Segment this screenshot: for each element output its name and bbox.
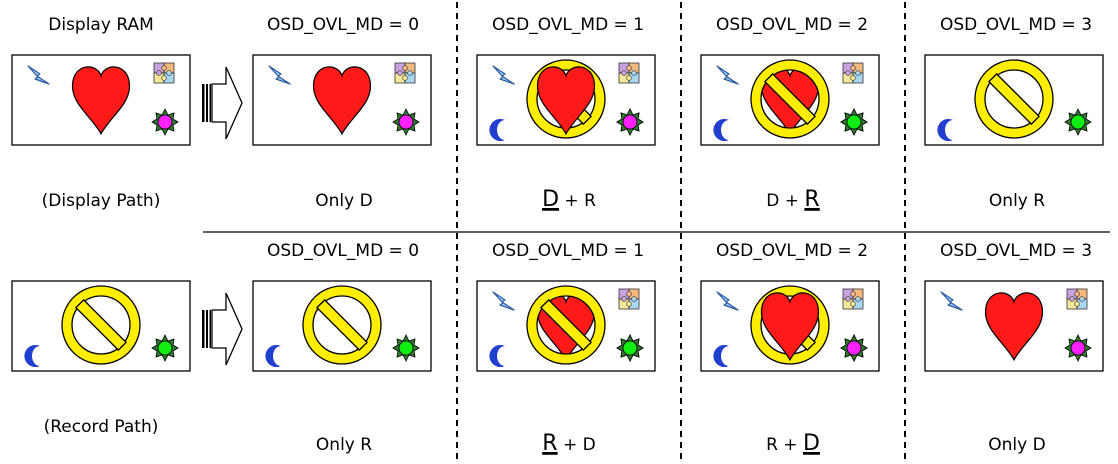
green-sun-icon [616, 334, 644, 362]
caption: Only R [989, 191, 1045, 211]
source-record-panel [11, 280, 191, 372]
green-sun-icon [1064, 108, 1092, 136]
mode-panel-record-0: OSD_OVL_MD = 0 Only R [252, 241, 432, 455]
green-sun-icon [840, 108, 868, 136]
puzzle-icon [618, 62, 640, 84]
caption-emphasis: D [542, 187, 559, 212]
caption-text: + R [559, 191, 596, 211]
puzzle-icon [842, 288, 864, 310]
mode-label: OSD_OVL_MD = 0 [267, 15, 419, 35]
magenta-sun-icon [840, 334, 868, 362]
caption-text: D + [766, 191, 804, 211]
caption: D + R [542, 187, 596, 212]
puzzle-icon [618, 288, 640, 310]
caption-emphasis: D [803, 431, 820, 456]
green-sun-icon [392, 334, 420, 362]
puzzle-icon [1066, 288, 1088, 310]
prohibition-sign-icon [302, 285, 382, 365]
source-display-panel [11, 54, 191, 146]
arrow-display-icon [201, 66, 243, 140]
mode-label: OSD_OVL_MD = 3 [940, 15, 1092, 35]
caption-text: Only R [989, 191, 1045, 211]
mode-panel-record-3: OSD_OVL_MD = 3 Only D [924, 241, 1104, 455]
caption: R + D [542, 431, 595, 456]
mode-label: OSD_OVL_MD = 3 [940, 241, 1092, 261]
mode-panel-record-2: OSD_OVL_MD = 2 R + D [700, 241, 880, 456]
mode-label: OSD_OVL_MD = 0 [267, 241, 419, 261]
mode-label: OSD_OVL_MD = 2 [716, 241, 868, 261]
caption-text: R + [766, 435, 803, 455]
magenta-sun-icon [392, 108, 420, 136]
mode-panel-display-0: OSD_OVL_MD = 0 Only D [252, 15, 432, 211]
arrow-record-icon [201, 292, 243, 366]
green-sun-icon [151, 334, 179, 362]
caption-text: Only R [316, 435, 372, 455]
display-ram-heading: Display RAM [48, 15, 154, 35]
mode-label: OSD_OVL_MD = 2 [716, 15, 868, 35]
mode-panel-record-1: OSD_OVL_MD = 1 R + D [476, 241, 656, 456]
magenta-sun-icon [1064, 334, 1092, 362]
caption: R + D [766, 431, 820, 456]
caption: Only D [315, 191, 372, 211]
puzzle-icon [842, 62, 864, 84]
magenta-sun-icon [151, 108, 179, 136]
caption: Only D [988, 435, 1045, 455]
puzzle-icon [153, 62, 175, 84]
caption-emphasis: R [542, 431, 557, 456]
mode-panel-display-3: OSD_OVL_MD = 3 Only R [924, 15, 1104, 211]
mode-label: OSD_OVL_MD = 1 [492, 15, 644, 35]
caption-text: + D [558, 435, 596, 455]
display-path-label: (Display Path) [42, 191, 161, 211]
prohibition-sign-icon [61, 285, 141, 365]
caption: D + R [766, 187, 819, 212]
magenta-sun-icon [616, 108, 644, 136]
record-path-label: (Record Path) [44, 417, 159, 437]
caption: Only R [316, 435, 372, 455]
mode-label: OSD_OVL_MD = 1 [492, 241, 644, 261]
puzzle-icon [394, 62, 416, 84]
caption-text: Only D [988, 435, 1045, 455]
caption-emphasis: R [804, 187, 819, 212]
mode-panel-display-1: OSD_OVL_MD = 1 D + R [476, 15, 656, 212]
caption-text: Only D [315, 191, 372, 211]
prohibition-sign-icon [974, 59, 1054, 139]
mode-panel-display-2: OSD_OVL_MD = 2 D + R [700, 15, 880, 212]
